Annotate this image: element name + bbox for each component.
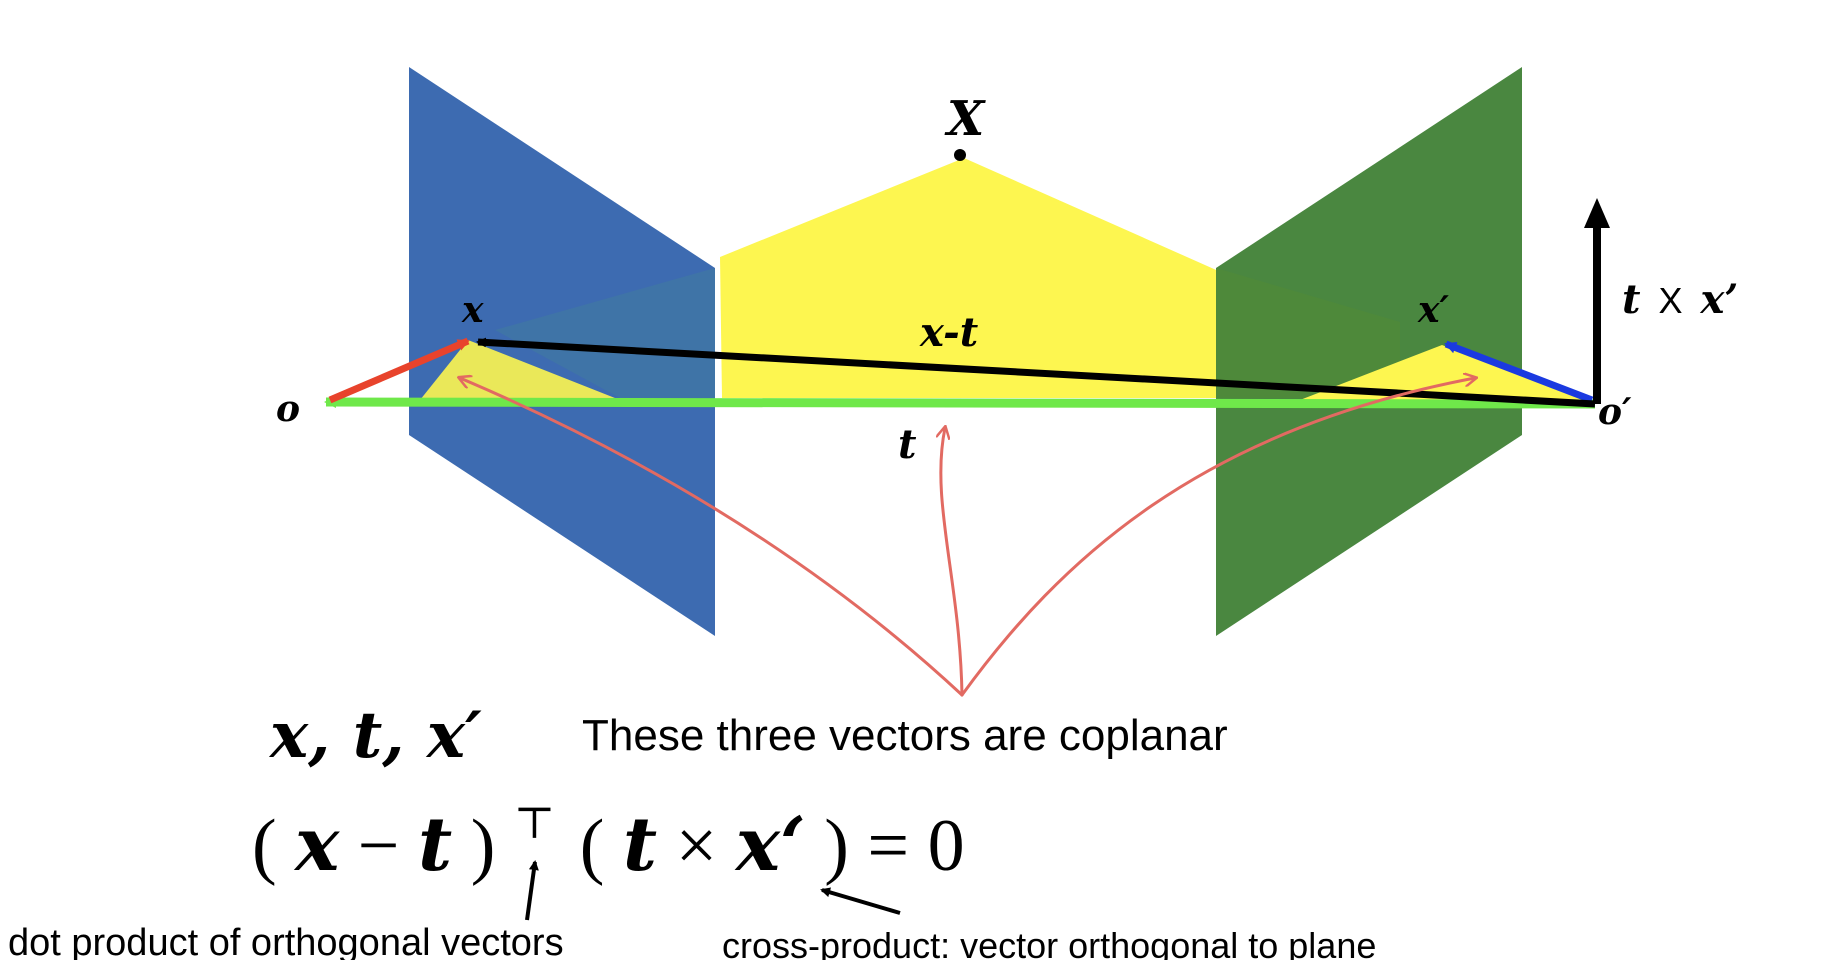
label-cross-x: x’ (1700, 276, 1739, 323)
annotation-cross-product: cross-product: vector orthogonal to plan… (722, 925, 1376, 960)
eq-minus: − (358, 805, 418, 887)
label-o-prime: o′ (1598, 391, 1632, 433)
label-t: t (898, 421, 917, 468)
label-x-prime: x′ (1417, 289, 1449, 331)
label-x-minus-t: x-t (919, 309, 979, 356)
epipolar-equation: ( x − t ) ⊤ ( t × x‘ ) = 0 (252, 773, 965, 888)
eq-rparen-1: ) (471, 805, 496, 887)
eq-lparen-1: ( (252, 805, 277, 887)
eq-t: t (418, 802, 452, 888)
eq-times: × (676, 805, 736, 887)
right-plane-overlap (1216, 268, 1400, 398)
label-cross-product: t X x’ (1622, 276, 1738, 323)
label-cross-op: X (1658, 280, 1682, 321)
ray-oprime-to-xprime (1444, 340, 1594, 404)
coplanar-text: These three vectors are coplanar (582, 711, 1228, 760)
eq-t2: t (623, 802, 657, 888)
annotation-arrow-to-t (941, 428, 964, 697)
cross-product-arrowhead (1584, 198, 1610, 228)
epipolar-plane (720, 158, 1268, 398)
label-o: o (276, 388, 300, 430)
left-plane-overlap (495, 268, 715, 398)
baseline-t-vector (324, 396, 1596, 409)
label-x: x (461, 289, 484, 331)
coplanar-vectors: x, t, x′ (268, 698, 482, 773)
point-X-dot (954, 149, 966, 161)
eq-equals-zero: = 0 (867, 805, 964, 887)
label-point-X: X (944, 91, 986, 147)
eq-lparen-2: ( (580, 805, 605, 887)
annotation-dot-product: dot product of orthogonal vectors (8, 922, 564, 960)
right-epipolar-wedge (1300, 345, 1585, 400)
annotation-arrow-to-xprime (960, 378, 1475, 697)
eq-x: x (293, 802, 340, 888)
dot-product-pointer (525, 860, 539, 921)
eq-x2: x‘ (734, 802, 806, 888)
label-cross-t: t (1622, 276, 1641, 323)
eq-rparen-2: ) (824, 805, 849, 887)
annotation-arrow-to-x (460, 378, 964, 697)
cross-product-pointer (820, 887, 901, 915)
ray-o-to-x (328, 337, 470, 404)
annotation-arrows (460, 378, 1475, 697)
eq-transpose: ⊤ (514, 799, 555, 848)
